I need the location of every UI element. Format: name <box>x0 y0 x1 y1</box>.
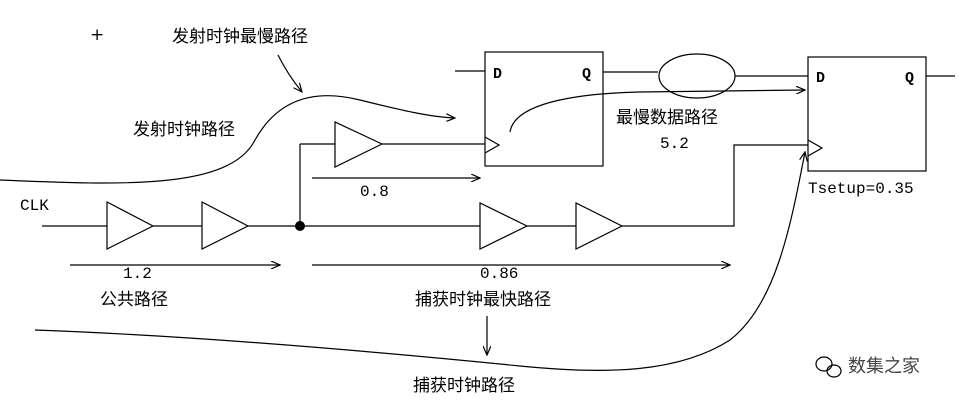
watermark: 数集之家 <box>815 356 920 378</box>
launch-clock-path-curve <box>0 95 455 184</box>
ff2-d-pin: D <box>816 70 825 87</box>
common-path-label: 公共路径 <box>100 290 168 310</box>
ff1-clock-notch <box>484 136 501 154</box>
plus-mark: + <box>90 25 104 45</box>
launch-branch-delay-value: 0.8 <box>360 183 389 201</box>
data-delay-value: 5.2 <box>660 135 689 153</box>
ff2-q-pin: Q <box>905 70 914 87</box>
clk-label: CLK <box>20 197 49 215</box>
watermark-text: 数集之家 <box>848 356 920 377</box>
ff1-box <box>484 51 604 167</box>
slowest-data-path-label: 最慢数据路径 <box>616 107 718 128</box>
common-delay-value: 1.2 <box>123 265 152 283</box>
slowest-data-path-arrow <box>509 90 805 133</box>
launch-flip-flop: D Q <box>455 51 604 167</box>
wechat-icon <box>815 356 842 378</box>
ff2-clock-notch <box>807 139 824 157</box>
launch-slowest-pointer-arrow <box>277 54 302 92</box>
launch-slowest-path-label: 发射时钟最慢路径 <box>172 26 308 47</box>
ff2-box <box>807 56 927 172</box>
capture-branch-delay-value: 0.86 <box>480 265 518 283</box>
capture-buffer-1 <box>479 202 529 250</box>
capture-wire-3 <box>622 144 808 227</box>
capture-flip-flop: D Q <box>807 56 955 172</box>
launch-buffer <box>334 121 384 168</box>
capture-clock-path-curve <box>34 152 805 371</box>
tsetup-label: Tsetup=0.35 <box>808 180 914 198</box>
ff1-q-pin: Q <box>582 66 591 83</box>
launch-clock-path-label: 发射时钟路径 <box>133 120 235 140</box>
capture-fastest-path-label: 捕获时钟最快路径 <box>415 290 551 310</box>
capture-clock-path-label: 捕获时钟路径 <box>413 376 515 396</box>
data-path: 最慢数据路径 5.2 <box>509 53 808 153</box>
ff1-d-pin: D <box>493 66 502 83</box>
capture-buffer-2 <box>575 202 624 250</box>
common-buffer-2 <box>201 201 250 250</box>
common-buffer-1 <box>106 201 155 250</box>
clock-tree: CLK <box>20 121 808 250</box>
